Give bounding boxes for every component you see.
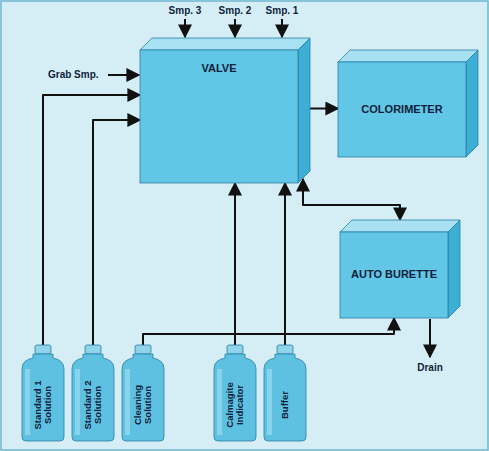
bottle-highlight (267, 369, 272, 435)
bottle-label: Standard 2 Solution (83, 369, 104, 441)
bottle-body (72, 354, 114, 441)
flow-line (143, 318, 394, 345)
bottle-label: Cleaning Solution (133, 369, 154, 441)
bottle-cap (277, 345, 293, 354)
box-top (340, 220, 460, 232)
reagent-bottle: Buffer (262, 345, 308, 442)
box-side (298, 38, 310, 183)
flow-line (93, 120, 140, 345)
box-front (140, 50, 298, 183)
bottle-label: Buffer (280, 369, 290, 441)
grab-inlet (108, 74, 139, 76)
reagent-bottle: Standard 1 Solution (20, 345, 66, 442)
bottle-label: Calmagite Indicator (225, 369, 246, 441)
flow-line (43, 95, 140, 345)
bottle-body (22, 354, 64, 441)
flow-line (303, 179, 400, 220)
drain-outlet (429, 319, 431, 357)
sample-label: Smp. 3 (169, 5, 202, 16)
sample-inlet (234, 19, 236, 37)
box-top (140, 38, 310, 50)
bottle-highlight (25, 369, 30, 435)
reagent-bottle: Cleaning Solution (120, 345, 166, 442)
box-label: VALVE (195, 62, 242, 76)
reagent-bottle: Standard 2 Solution (70, 345, 116, 442)
flow-line (310, 108, 338, 110)
bottle-body (122, 354, 164, 441)
grab-sample-label: Grab Smp. (48, 69, 99, 80)
box-side (448, 220, 460, 318)
sample-inlet (184, 19, 186, 37)
box-3d-shape (140, 38, 310, 183)
process-box: VALVE (140, 50, 298, 183)
flow-line (284, 183, 286, 345)
sample-inlet (281, 19, 283, 37)
bottle-cap (85, 345, 101, 354)
box-front (338, 62, 466, 157)
process-box: COLORIMETER (338, 62, 466, 157)
bottle-cap (35, 345, 51, 354)
bottle-body (264, 354, 306, 441)
bottle-label: Standard 1 Solution (33, 369, 54, 441)
box-label: COLORIMETER (355, 103, 448, 117)
box-top (338, 50, 478, 62)
process-box: AUTO BURETTE (340, 232, 448, 318)
box-side (466, 50, 478, 157)
box-label: AUTO BURETTE (345, 268, 443, 282)
reagent-bottle: Calmagite Indicator (212, 345, 258, 442)
bottle-body (214, 354, 256, 441)
flow-line (234, 183, 236, 345)
bottle-highlight (125, 369, 130, 435)
sample-label: Smp. 2 (219, 5, 252, 16)
bottle-cap (135, 345, 151, 354)
bottle-highlight (217, 369, 222, 435)
sample-label: Smp. 1 (266, 5, 299, 16)
bottle-highlight (75, 369, 80, 435)
drain-label: Drain (417, 362, 443, 373)
bottle-cap (227, 345, 243, 354)
box-front (340, 232, 448, 318)
